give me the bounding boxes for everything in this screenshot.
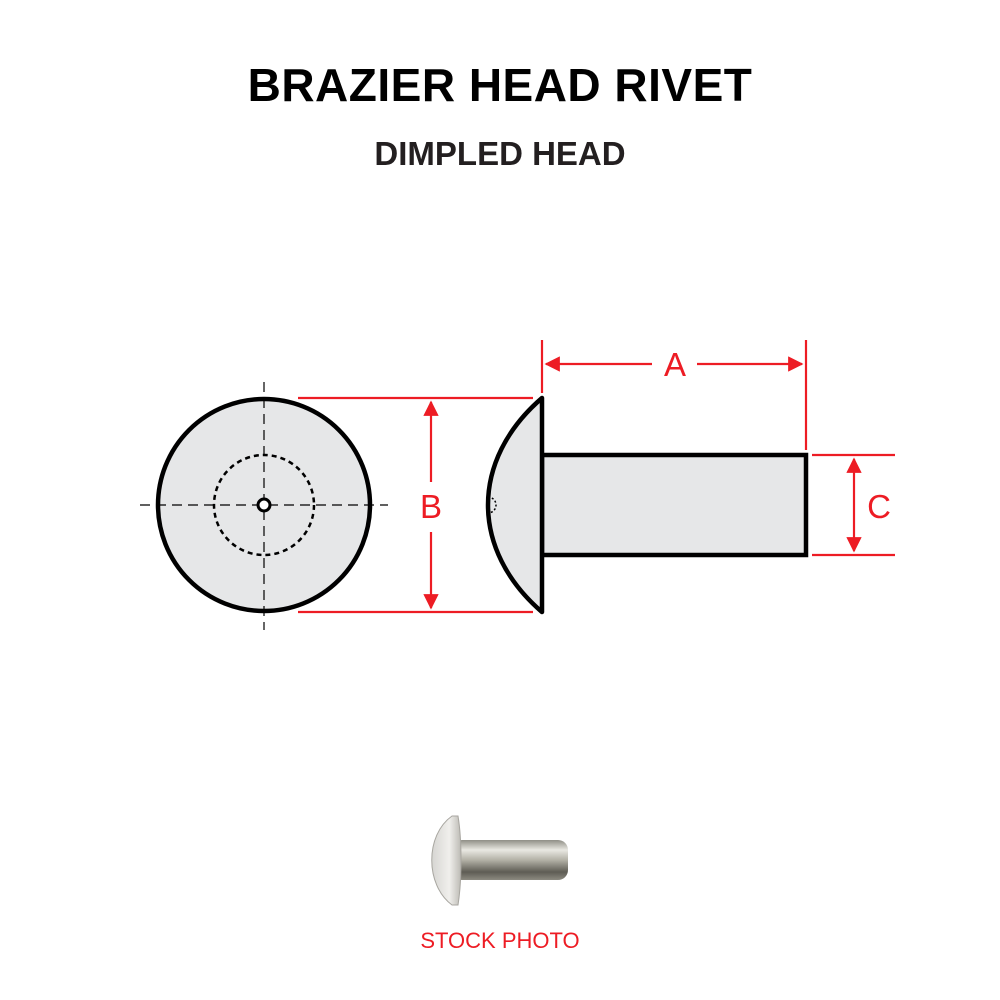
- rivet-shank: [539, 452, 809, 558]
- stock-photo-rivet: [431, 815, 568, 906]
- page-title: BRAZIER HEAD RIVET: [247, 59, 753, 111]
- dimple-center-icon: [256, 497, 272, 513]
- end-view: [140, 382, 388, 630]
- rivet-head-dome: [485, 395, 545, 615]
- dimension-a-label: A: [664, 346, 686, 383]
- page-subtitle: DIMPLED HEAD: [374, 135, 626, 172]
- dimple-side-hidden-line: [487, 496, 497, 514]
- dimension-b-label: B: [420, 488, 442, 525]
- dimension-a: A: [540, 340, 808, 450]
- dimension-c: C: [812, 453, 895, 557]
- side-view: [485, 395, 809, 615]
- dimension-c-label: C: [867, 488, 891, 525]
- stock-photo-caption: STOCK PHOTO: [420, 928, 580, 953]
- dimension-b: B: [298, 396, 533, 614]
